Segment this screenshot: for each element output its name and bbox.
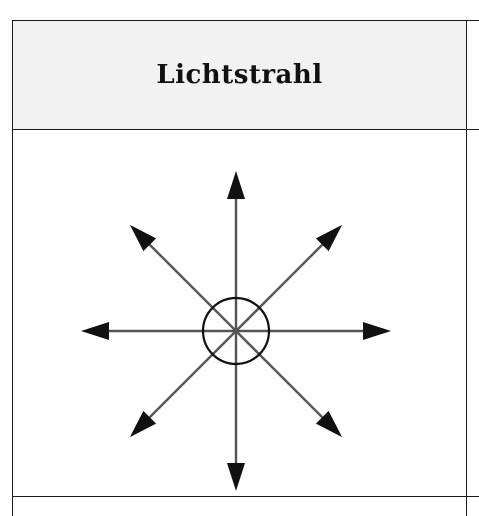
table-border-bottom (12, 496, 479, 497)
arrowhead-right (363, 322, 391, 340)
table-border-right (466, 20, 467, 516)
ray-line-down-left (148, 330, 237, 419)
ray-line-up-left (148, 243, 237, 332)
table-border-top (12, 20, 479, 21)
arrowhead-down-left (129, 410, 157, 438)
arrowhead-down (227, 463, 245, 491)
ray-line-down-right (235, 330, 324, 419)
column-header-lichtstrahl: Lichtstrahl (156, 60, 323, 90)
light-rays (81, 171, 391, 491)
light-source-circle (201, 296, 271, 366)
arrowhead-up-left (129, 224, 157, 252)
ray-line-up-right (235, 243, 324, 332)
point-light-source-icon (81, 171, 391, 491)
table-border-left (12, 20, 13, 516)
arrowhead-down-right (315, 410, 343, 438)
arrowhead-up-right (315, 224, 343, 252)
table-border-header (12, 129, 479, 130)
table-symbol-cell (13, 130, 466, 496)
arrowhead-up (227, 171, 245, 199)
table-header-cell: Lichtstrahl (13, 21, 466, 129)
arrowhead-left (81, 322, 109, 340)
